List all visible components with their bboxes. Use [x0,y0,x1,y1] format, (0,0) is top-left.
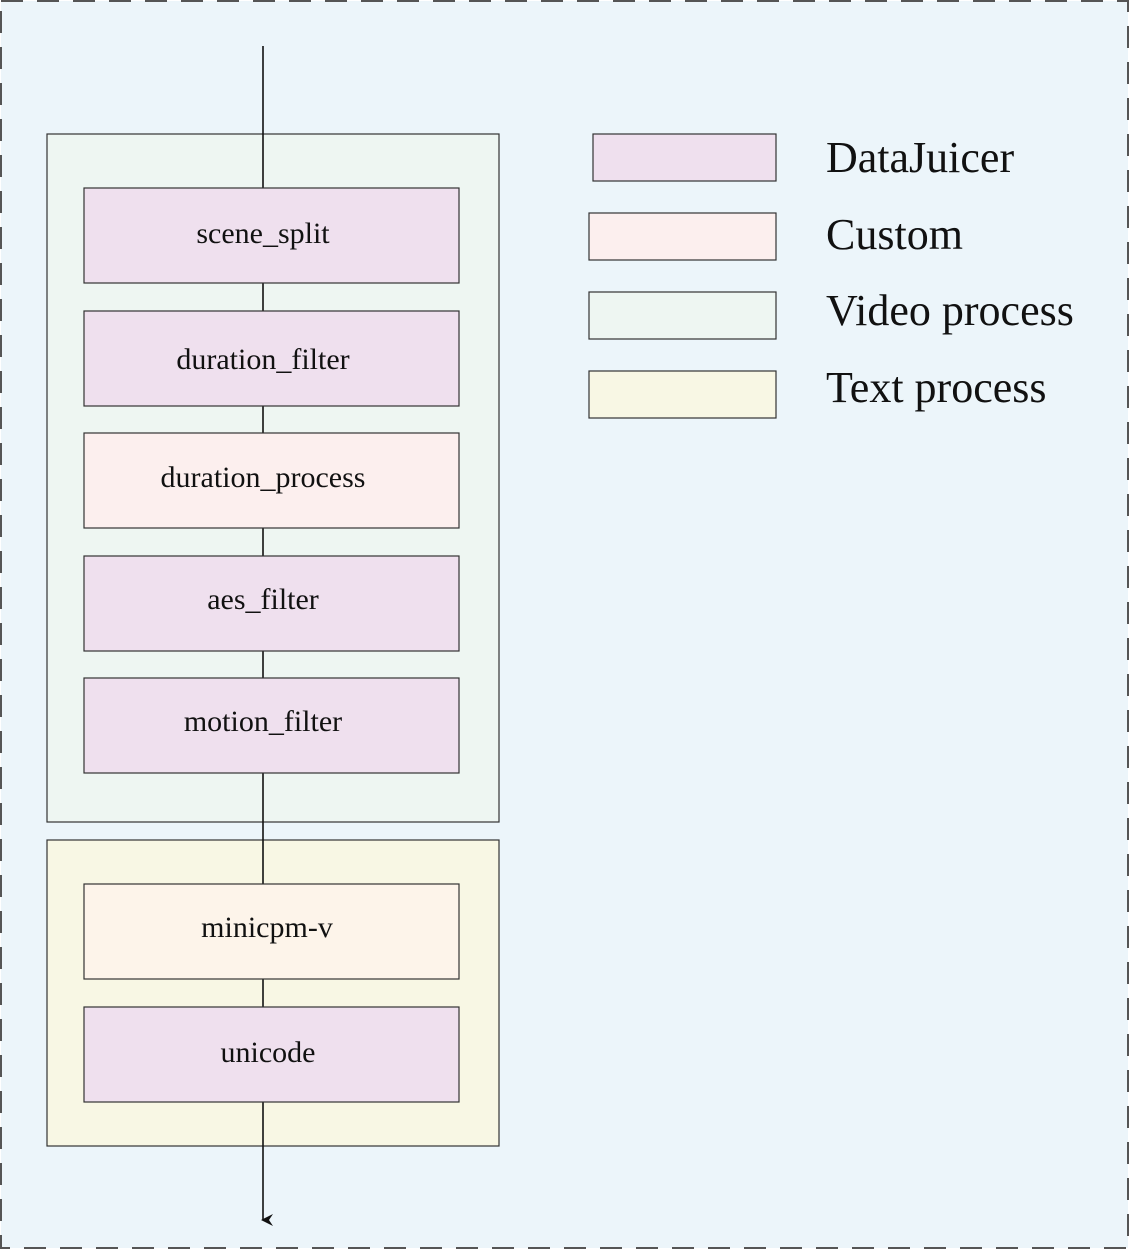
legend-swatch [588,212,777,261]
legend-item-video-process: Video process [588,286,1074,340]
node-label: minicpm-v [201,911,333,944]
legend-item-text-process: Text process [588,363,1047,419]
legend-swatch [588,291,777,340]
legend: DataJuicer Custom Video process Text pro… [588,133,1074,419]
node-duration-filter: duration_filter [83,310,460,407]
node-aes-filter: aes_filter [83,555,460,652]
node-motion-filter: motion_filter [83,677,460,774]
node-box [83,555,460,652]
node-label: aes_filter [207,583,319,616]
legend-label: Text process [826,363,1047,412]
node-box [83,883,460,980]
legend-item-datajuicer: DataJuicer [592,133,1014,182]
legend-label: DataJuicer [826,133,1014,182]
node-label: motion_filter [184,705,342,738]
node-duration-process: duration_process [83,432,460,529]
legend-label: Video process [826,286,1074,335]
node-unicode: unicode [83,1006,460,1103]
node-box [83,310,460,407]
node-scene-split: scene_split [83,187,460,284]
node-label: duration_process [161,461,366,494]
node-label: duration_filter [176,343,349,376]
legend-label: Custom [826,210,963,259]
legend-item-custom: Custom [588,210,963,261]
node-label: scene_split [196,217,330,250]
node-box [83,677,460,774]
node-box [83,1006,460,1103]
node-minicpm-v: minicpm-v [83,883,460,980]
node-box [83,432,460,529]
legend-swatch [592,133,777,182]
node-box [83,187,460,284]
node-label: unicode [221,1036,316,1069]
legend-swatch [588,370,777,419]
